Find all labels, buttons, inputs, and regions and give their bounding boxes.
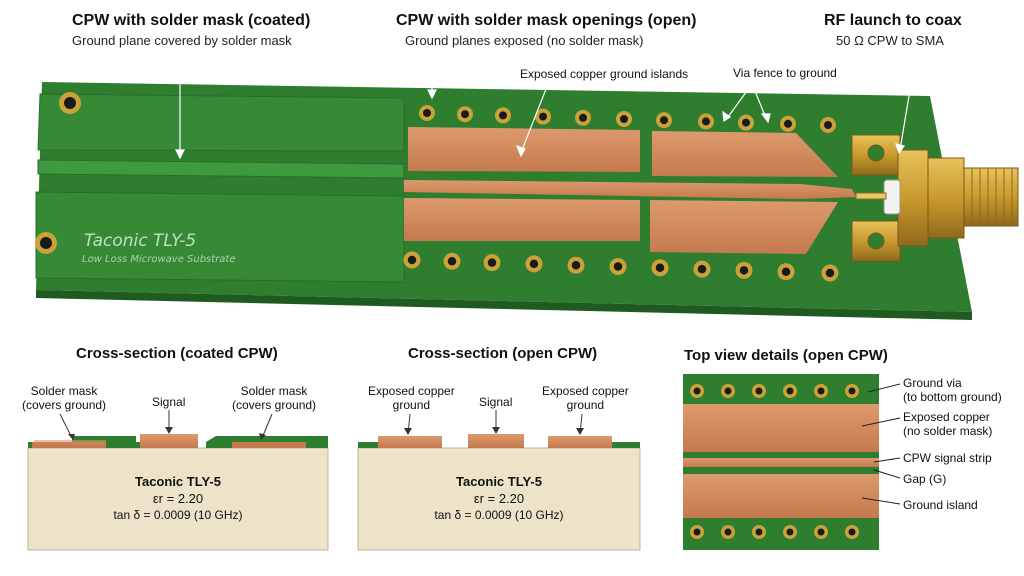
rf-launch-title: RF launch to coax: [824, 12, 962, 29]
via-icon: [457, 106, 473, 123]
sma-body: [897, 149, 929, 247]
via-icon: [821, 264, 839, 282]
coated-signal-line: [37, 159, 405, 179]
via-icon: [616, 111, 632, 127]
rf-launch-subtitle: 50 Ω CPW to SMA: [836, 33, 944, 48]
cross-open-left-label: Exposed copper ground: [368, 384, 455, 412]
cross-coated-signal-label: Signal: [152, 395, 186, 409]
via-icon: [651, 259, 669, 277]
via-icon: [575, 109, 591, 126]
via-icon: [814, 384, 828, 398]
top-view-detail: [683, 374, 901, 550]
cross-open-signal-label: Signal: [479, 395, 513, 409]
via-icon: [483, 254, 501, 272]
top-view-label-island: Ground island: [903, 498, 978, 512]
top-view-label-signal: CPW signal strip: [903, 451, 992, 465]
via-icon: [783, 384, 797, 398]
cross-open-right-label: Exposed copper ground: [542, 384, 629, 412]
cross-coated-material: Taconic TLY-5: [135, 474, 221, 489]
coated-cpw-subtitle: Ground plane covered by solder mask: [72, 33, 292, 48]
sma-threads: [963, 167, 1019, 227]
via-icon: [656, 112, 672, 129]
via-icon: [845, 384, 859, 398]
via-icon: [752, 384, 766, 398]
coated-cpw-title: CPW with solder mask (coated): [72, 12, 311, 29]
via-icon: [567, 256, 585, 274]
cross-coated-tand: tan δ = 0.0009 (10 GHz): [113, 508, 243, 522]
sma-nut: [927, 157, 965, 239]
top-view-label-exposed: Exposed copper (no solder mask): [903, 410, 993, 438]
via-icon: [783, 525, 797, 539]
cross-open-material: Taconic TLY-5: [456, 474, 542, 489]
top-view-title: Top view details (open CPW): [684, 347, 888, 364]
via-icon: [609, 258, 627, 275]
via-icon: [403, 251, 421, 269]
mounting-hole-icon: [35, 232, 57, 254]
via-icon: [698, 113, 714, 130]
ground-island-3: [404, 198, 640, 241]
via-icon: [814, 525, 828, 539]
cross-coated-title: Cross-section (coated CPW): [76, 345, 278, 362]
cross-open-er: εr = 2.20: [473, 491, 525, 506]
sma-pin: [855, 192, 887, 200]
via-icon: [690, 525, 704, 539]
sma-flange-bottom: [851, 220, 901, 262]
ground-island-4: [650, 200, 838, 254]
via-icon: [495, 107, 511, 124]
coated-ground-lower: [35, 191, 405, 283]
via-fence: [403, 105, 839, 282]
top-view-label-via: Ground via (to bottom ground): [903, 376, 1002, 404]
open-cpw-title: CPW with solder mask openings (open): [396, 12, 697, 29]
top-view-label-gap: Gap (G): [903, 472, 947, 486]
coated-ground-upper: [37, 93, 405, 152]
open-cpw-subtitle: Ground planes exposed (no solder mask): [405, 33, 644, 48]
board-brand-sub: Low Loss Microwave Substrate: [82, 254, 236, 265]
via-icon: [780, 115, 796, 132]
cross-coated-left-label: Solder mask (covers ground): [22, 384, 107, 412]
cross-section-coated: [27, 410, 329, 551]
open-signal-line: [404, 180, 856, 199]
via-icon: [738, 114, 754, 131]
ground-island-2: [652, 131, 838, 177]
via-icon: [721, 525, 735, 539]
via-icon: [693, 260, 711, 278]
cross-coated-right-label: Solder mask (covers ground): [232, 384, 317, 412]
via-icon: [845, 525, 859, 539]
via-fence-label: Via fence to ground: [733, 66, 837, 80]
islands-label: Exposed copper ground islands: [520, 67, 689, 81]
cross-section-open: [357, 410, 641, 551]
cross-open-tand: tan δ = 0.0009 (10 GHz): [434, 508, 564, 522]
via-icon: [443, 252, 461, 270]
via-icon: [735, 261, 753, 279]
cross-open-title: Cross-section (open CPW): [408, 345, 598, 362]
cross-coated-er: εr = 2.20: [152, 491, 204, 506]
via-icon: [820, 117, 836, 133]
via-icon: [419, 105, 435, 121]
via-icon: [525, 255, 543, 273]
via-icon: [535, 108, 551, 125]
mounting-hole-icon: [59, 92, 81, 114]
via-icon: [777, 263, 795, 281]
via-icon: [721, 384, 735, 398]
via-icon: [752, 525, 766, 539]
board-brand: Taconic TLY-5: [84, 231, 196, 251]
via-icon: [690, 384, 704, 398]
